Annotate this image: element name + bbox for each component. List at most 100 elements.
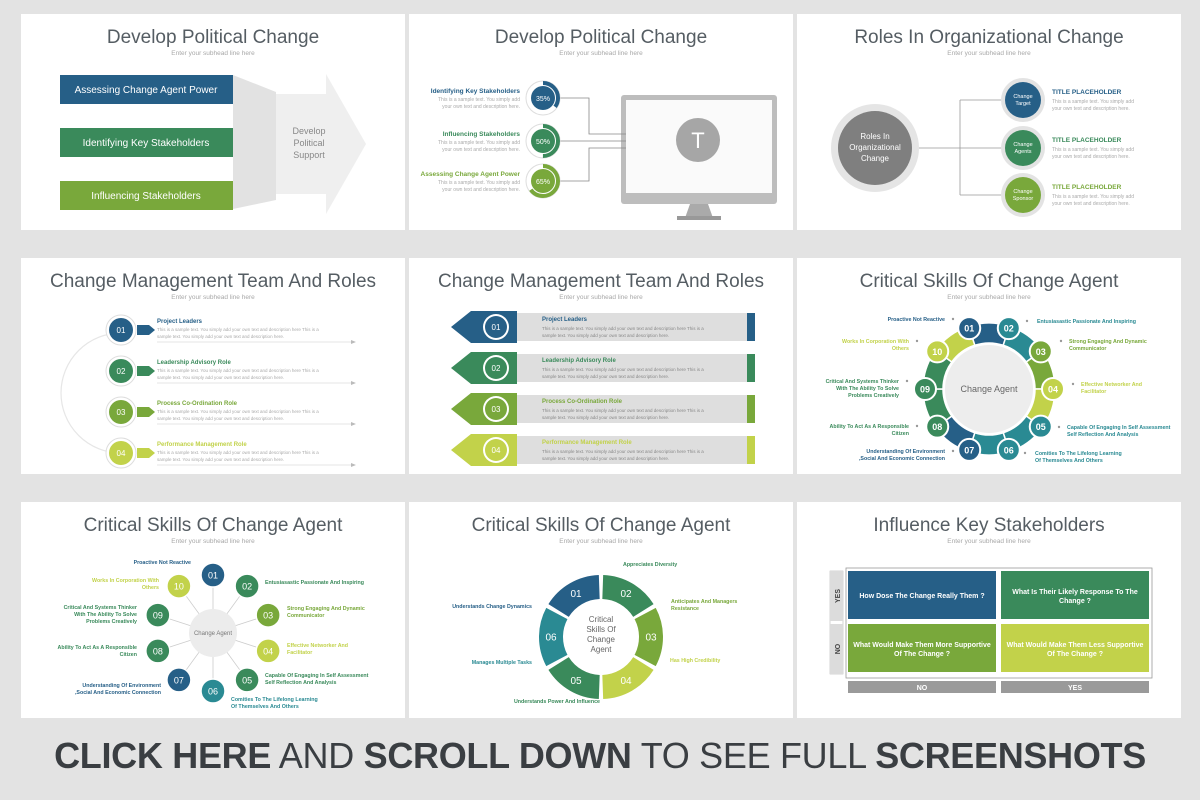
skill-label: ,Social And Economic Connection (75, 690, 161, 696)
slide-title: Critical Skills Of Change Agent (859, 271, 1119, 292)
banner-desc: sample text. You simply add your own tex… (542, 415, 669, 420)
skill-label: Appreciates Diversity (623, 562, 677, 568)
arrow-shape (276, 74, 366, 214)
skill-label: Critical And Systems Thinker (826, 379, 899, 385)
svg-text:your own text and description: your own text and description here. (1052, 106, 1130, 112)
progress-ring-fill (526, 81, 560, 115)
cta-banner[interactable]: CLICK HERE AND SCROLL DOWN TO SEE FULL S… (0, 735, 1200, 777)
cell-1-text: How Dose The Change Really Them ? (859, 593, 984, 600)
node-1-line-2: Target (1015, 101, 1031, 107)
list-item-desc: sample text. You simply add your own tex… (157, 457, 284, 462)
spoke-node (255, 602, 281, 628)
slide-9-influence-key-stakeholders[interactable]: Influence Key Stakeholders Enter your su… (797, 502, 1181, 718)
ring-number: 01 (964, 324, 974, 334)
donut-segment (602, 575, 654, 617)
donut-number: 04 (620, 676, 632, 687)
bar-1-label: Assessing Change Agent Power (75, 85, 219, 96)
center-circle (189, 609, 237, 657)
slide-title: Influence Key Stakeholders (873, 515, 1105, 536)
skill-label: Communicator (1069, 346, 1106, 352)
monitor-neck (685, 204, 713, 218)
slide-subheading: Enter your subhead line here (947, 50, 1031, 57)
donut-segment (602, 657, 654, 699)
monitor-letter: T (691, 128, 704, 153)
donut-number: 05 (570, 676, 582, 687)
donut-segment (539, 607, 568, 667)
banner-label: Process Co-Ordination Role (542, 399, 623, 405)
skill-label: Self Reflection And Analysis (1067, 432, 1138, 438)
banner-label: Project Leaders (542, 317, 588, 323)
monitor-base (677, 216, 721, 220)
skill-label: Proactive Not Reactive (134, 560, 191, 566)
connector-dot (1071, 382, 1075, 386)
banner-number-circle (485, 398, 507, 420)
donut-segment (634, 607, 663, 667)
cta-click-here[interactable]: CLICK HERE (54, 735, 272, 776)
skill-label: Strong Engaging And Dynamic (287, 606, 365, 612)
slide-8-critical-skills-donut[interactable]: Critical Skills Of Change Agent Enter yo… (409, 502, 793, 718)
slide-6-critical-skills-ring[interactable]: Critical Skills Of Change Agent Enter yo… (797, 258, 1181, 474)
slide-subheading: Enter your subhead line here (947, 294, 1031, 301)
center-line-2: Skills Of (586, 625, 616, 634)
skill-label: Communicator (287, 613, 324, 619)
slide-1-develop-political-change[interactable]: Develop Political Change Enter your subh… (21, 14, 405, 230)
bar-2-label: Identifying Key Stakeholders (83, 138, 210, 149)
skill-label: Comities To The Lifelong Learning (1035, 451, 1122, 457)
list-item-number-circle (109, 359, 133, 383)
donut-number: 02 (620, 589, 632, 600)
banner-number: 03 (492, 405, 501, 414)
list-item-arrow (137, 407, 155, 417)
skill-label: Has High Credibility (670, 658, 720, 664)
cell-4-text-2: Of The Change ? (1047, 651, 1103, 658)
skill-label: ,Social And Economic Connection (859, 456, 945, 462)
node-3-line-1: Change (1013, 189, 1032, 195)
svg-text:your own text and description: your own text and description here. (442, 147, 520, 153)
center-line-3: Change (861, 154, 890, 163)
skill-label: Effective Networker And (1081, 382, 1142, 388)
ring-number: 02 (1004, 324, 1014, 334)
skill-label: Entusiasastic Passionate And Inspiring (265, 580, 364, 586)
banner-number-circle (485, 316, 507, 338)
slide-7-critical-skills-spokes[interactable]: Critical Skills Of Change Agent Enter yo… (21, 502, 405, 718)
slide-5-change-management-team[interactable]: Change Management Team And Roles Enter y… (409, 258, 793, 474)
banner-desc: sample text. You simply add your own tex… (542, 374, 669, 379)
ring-number-circle (925, 414, 950, 439)
list-item-label: Leadership Advisory Role (157, 360, 231, 366)
cta-scroll-down: SCROLL DOWN (363, 735, 632, 776)
list-item-number-circle (109, 318, 133, 342)
banner-number: 02 (492, 364, 501, 373)
item-3-label: Assessing Change Agent Power (421, 171, 521, 178)
connector-dot (951, 317, 955, 321)
skill-label: Others (892, 346, 909, 352)
ring-number-circle (996, 437, 1021, 462)
cta-to-see-full: TO SEE FULL (640, 735, 866, 776)
arrow-text-1: Develop (292, 126, 325, 136)
slide-title: Change Management Team And Roles (437, 271, 765, 292)
center-line-1: Roles In (860, 132, 889, 141)
slide-subheading: Enter your subhead line here (171, 50, 255, 57)
spoke-node (166, 573, 192, 599)
bar-3-label: Influencing Stakeholders (91, 191, 201, 202)
list-item-number: 03 (117, 408, 126, 417)
list-item-number: 02 (117, 367, 126, 376)
skill-label: Citizen (120, 652, 137, 658)
progress-value: 50% (536, 139, 550, 146)
svg-text:This is a sample text. You sim: This is a sample text. You simply add (1052, 194, 1134, 200)
list-item-label: Project Leaders (157, 319, 203, 325)
node-2-line-2: Agents (1014, 149, 1031, 155)
svg-text:your own text and description: your own text and description here. (1052, 154, 1130, 160)
cell-1 (848, 571, 996, 619)
list-item-arrow (137, 448, 155, 458)
ring-number-circle (1028, 339, 1053, 364)
slide-3-roles-in-organizational-change[interactable]: Roles In Organizational Change Enter you… (797, 14, 1181, 230)
donut-number: 01 (570, 589, 582, 600)
skill-label: Facilitator (287, 650, 312, 656)
spoke-number: 05 (242, 675, 252, 685)
slide-2-develop-political-change[interactable]: Develop Political Change Enter your subh… (409, 14, 793, 230)
donut-number: 06 (545, 633, 557, 644)
skill-label: Problems Creatively (86, 619, 137, 625)
slide-4-change-management-team[interactable]: Change Management Team And Roles Enter y… (21, 258, 405, 474)
skill-label: Critical And Systems Thinker (64, 605, 137, 611)
